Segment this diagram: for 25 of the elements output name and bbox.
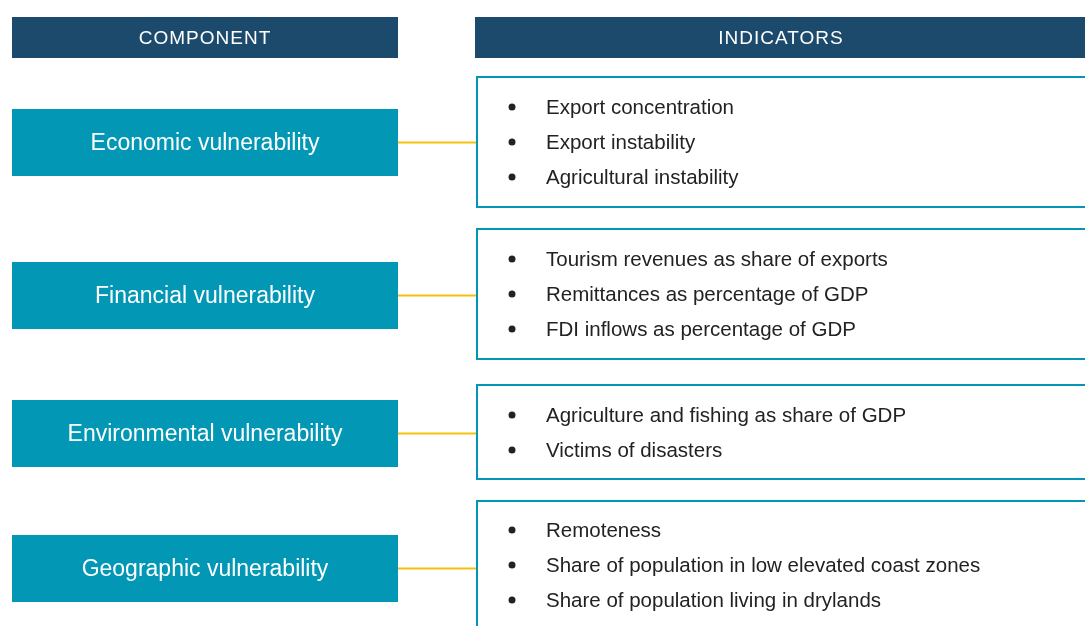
bullet-item: Agricultural instability	[546, 165, 739, 189]
bullet-item: Remoteness	[546, 518, 662, 542]
indicator-box	[476, 76, 1085, 208]
component-box: Economic vulnerability	[12, 109, 398, 176]
column-header: COMPONENT	[12, 17, 398, 58]
bullet-item: Victims of disasters	[546, 437, 723, 462]
component-box: Environmental vulnerability	[12, 400, 398, 467]
indicator-box	[476, 384, 1085, 480]
bullet-item: Share of population living in drylands	[546, 588, 882, 612]
bullet-item: Export instability	[546, 130, 696, 154]
bullet-item: Tourism revenues as share of exports	[546, 247, 888, 271]
component-box: Geographic vulnerability	[12, 535, 398, 602]
bullet-item: Remittances as percentage of GDP	[546, 282, 869, 306]
connector-line	[397, 141, 477, 144]
indicator-box	[476, 500, 1085, 626]
bullet-item: FDI inflows as percentage of GDP	[546, 317, 856, 341]
connector-line	[397, 294, 477, 297]
connector-line	[397, 567, 477, 570]
bullet-item: Share of population in low elevated coast zones	[546, 553, 981, 577]
column-header: INDICATORS	[475, 17, 1085, 58]
connector-line	[397, 432, 477, 435]
bullet-item: Agriculture and fishing as share of GDP	[546, 402, 907, 427]
component-box: Financial vulnerability	[12, 262, 398, 329]
bullet-item: Export concentration	[546, 95, 735, 119]
indicator-box	[476, 228, 1085, 360]
